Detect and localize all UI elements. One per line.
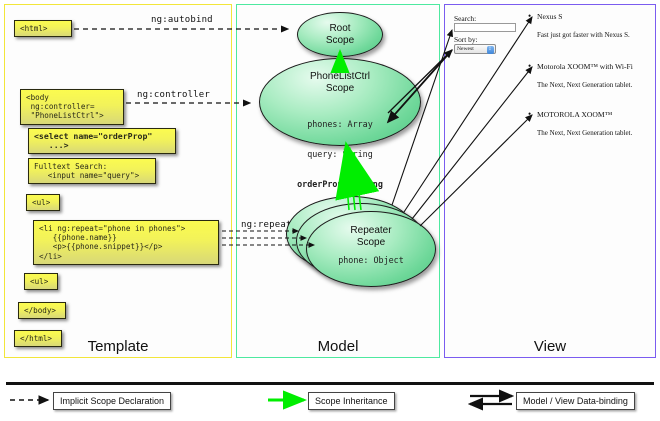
phonelistctrl-prop-orderprop: orderProp: String xyxy=(297,179,383,189)
column-title-template: Template xyxy=(87,338,149,355)
code-box-fulltext-search-input: Fulltext Search: <input name="query"> xyxy=(28,158,156,185)
view-phone-name-1[interactable]: Motorola XOOM™ with Wi-Fi xyxy=(528,61,633,71)
ng-repeat-label: ng:repeat xyxy=(241,220,292,230)
view-search-input[interactable] xyxy=(454,23,516,32)
code-box-li-ngrepeat-block: <li ng:repeat="phone in phones"> {{phone… xyxy=(33,220,219,265)
phonelistctrl-prop-phones: phones: Array xyxy=(307,119,373,129)
ng-autobind-label: ng:autobind xyxy=(151,15,213,25)
repeater-scope-title: Repeater Scope xyxy=(350,225,392,248)
column-title-model: Model xyxy=(317,338,359,355)
root-scope-title: Root Scope xyxy=(325,23,355,46)
code-box-ul-open-tag: <ul> xyxy=(26,194,60,212)
repeater-prop-phone: phone: Object xyxy=(338,255,404,265)
code-box-body-controller-tag: <body ng:controller= "PhoneListCtrl"> xyxy=(20,89,124,125)
view-phone-name-0[interactable]: Nexus S xyxy=(528,11,562,21)
legend-implicit-scope-declaration: Implicit Scope Declaration xyxy=(53,392,172,410)
ellipse-repeater-scope: Repeater Scope phone: Object xyxy=(306,211,436,287)
code-box-body-close-tag: </body> xyxy=(18,302,66,320)
legend-scope-inheritance: Scope Inheritance xyxy=(308,392,395,410)
code-box-select-orderprop-tag: <select name="orderProp" ...> xyxy=(28,128,176,155)
view-phone-name-2[interactable]: MOTOROLA XOOM™ xyxy=(528,109,612,119)
view-sort-selected-value: Newest xyxy=(457,46,474,52)
legend-model-view-databinding: Model / View Data-binding xyxy=(516,392,635,410)
ellipse-root-scope: Root Scope xyxy=(297,12,383,57)
phonelistctrl-prop-query: query: String xyxy=(307,149,373,159)
column-title-view: View xyxy=(533,338,567,355)
panel-view xyxy=(444,4,656,358)
view-search-label: Search: xyxy=(454,14,477,23)
code-box-ul-close-tag: <ul> xyxy=(24,273,58,291)
ellipse-phonelistctrl-scope: PhoneListCtrl Scope phones: Array query:… xyxy=(259,58,421,189)
view-phone-snippet-2: The Next, Next Generation tablet. xyxy=(537,129,633,137)
ng-controller-label: ng:controller xyxy=(137,90,211,100)
chevron-updown-icon xyxy=(487,45,494,54)
phonelistctrl-scope-title: PhoneListCtrl Scope xyxy=(309,71,371,94)
legend-divider xyxy=(6,382,654,385)
code-box-html-close-tag: </html> xyxy=(14,330,62,348)
view-sort-select[interactable]: Newest xyxy=(454,44,496,54)
code-box-html-open-tag: <html> xyxy=(14,20,72,38)
view-sort-label: Sort by: xyxy=(454,35,478,44)
view-phone-snippet-1: The Next, Next Generation tablet. xyxy=(537,81,633,89)
legend-glyph-databinding xyxy=(467,389,515,411)
view-phone-snippet-0: Fast just got faster with Nexus S. xyxy=(537,31,630,39)
